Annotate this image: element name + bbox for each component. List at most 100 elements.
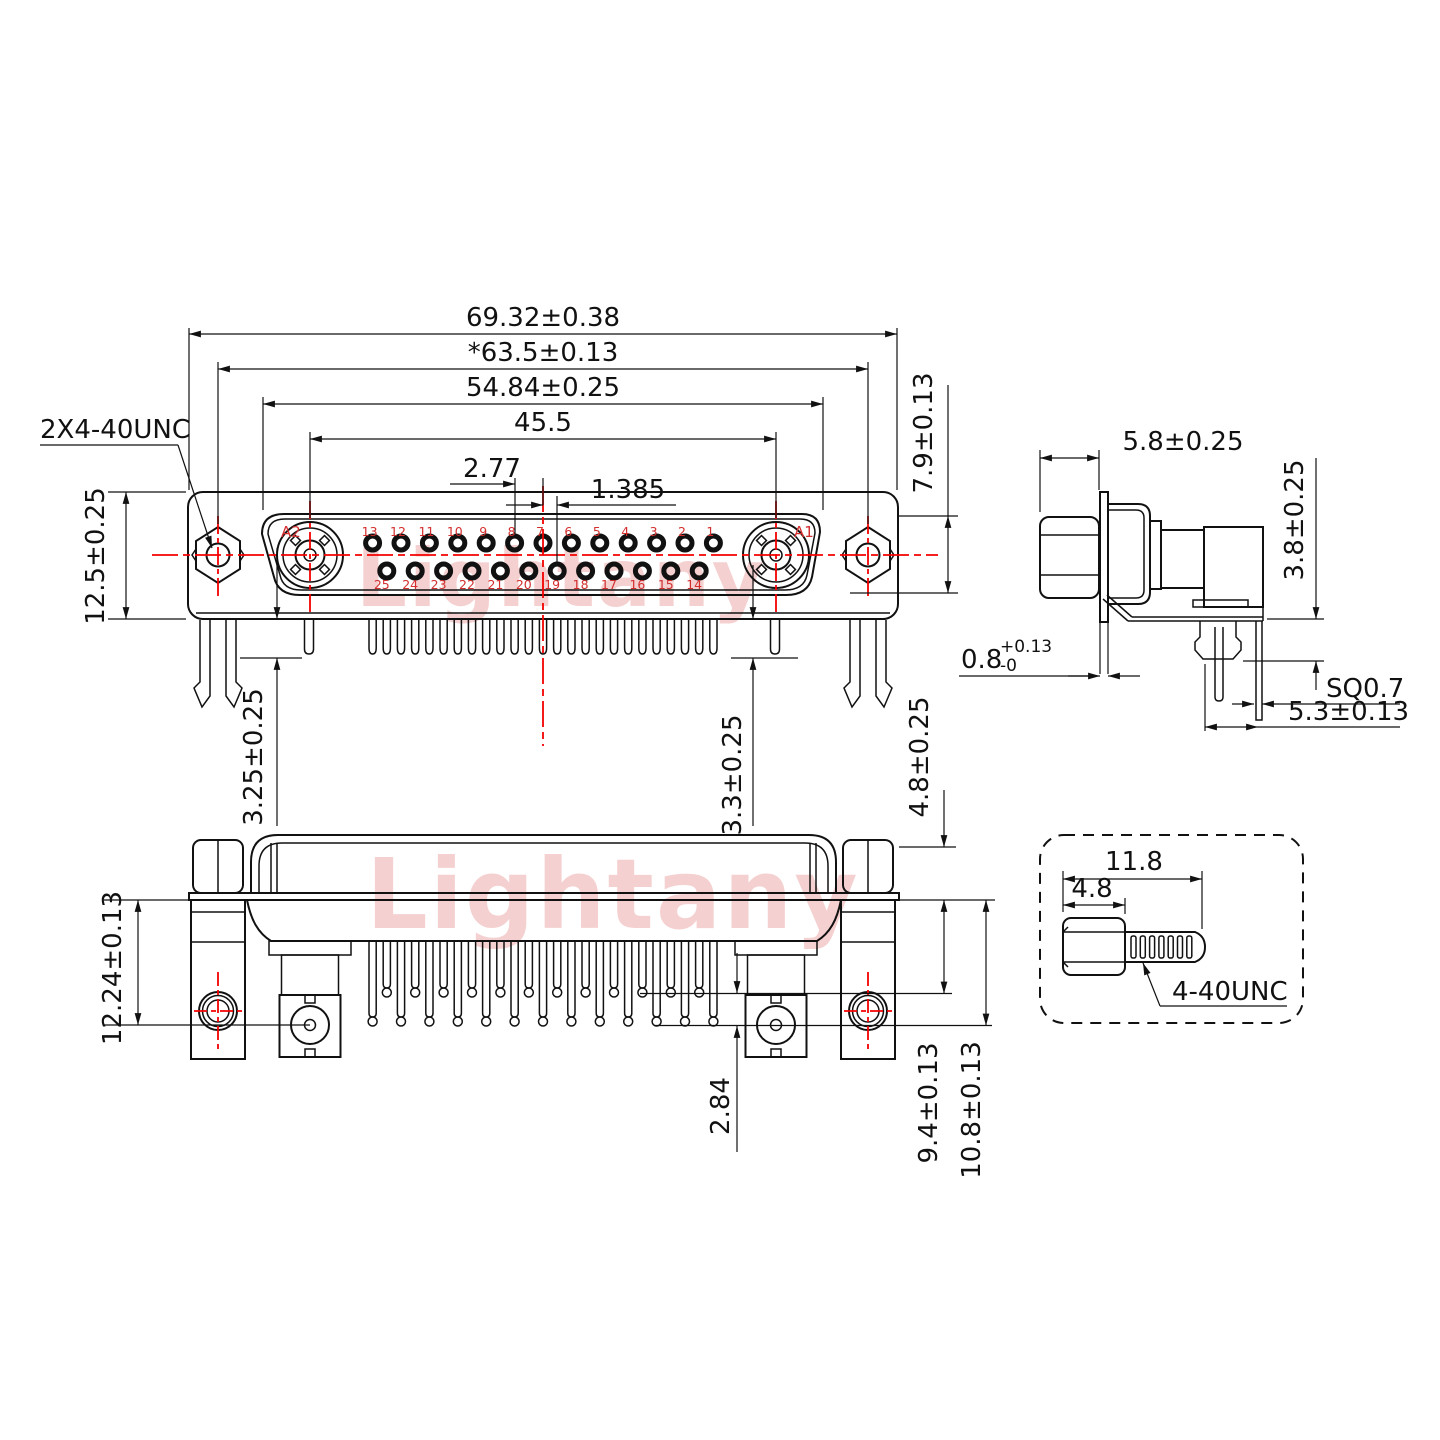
- bottom-flange-edge: [188, 892, 900, 901]
- solder-pin-tip: [480, 1016, 492, 1027]
- pin-bottom: [689, 561, 709, 581]
- side-shell-step: [1149, 520, 1162, 590]
- pin-top: [590, 533, 610, 553]
- solder-pin-long: [538, 941, 548, 1018]
- board-pin: [396, 619, 406, 655]
- solder-pin-long: [709, 941, 718, 1018]
- solder-pin-long: [680, 941, 690, 1018]
- board-pin: [368, 619, 377, 655]
- pin-top: [363, 533, 383, 553]
- board-pin: [425, 619, 434, 655]
- coax-leg-right: [769, 620, 781, 655]
- thread-callout: 2X4-40UNC: [40, 415, 190, 445]
- solder-pin-tip: [708, 1016, 719, 1027]
- thread-bar: [1167, 935, 1174, 959]
- dim-tail-left: 3.25±0.25: [239, 688, 269, 826]
- side-standoff-nut: [1194, 621, 1242, 660]
- thread-bar: [1148, 935, 1156, 959]
- solder-pin-tip: [509, 1016, 520, 1027]
- dim-tail-right: 3.3±0.25: [718, 714, 748, 835]
- pin-number: 13: [362, 524, 378, 539]
- solder-pin-long: [481, 941, 491, 1018]
- solder-pin-long: [425, 941, 434, 1018]
- board-pin: [410, 619, 420, 655]
- solder-pin-tip: [523, 987, 535, 998]
- pin-top: [505, 533, 525, 553]
- dim-flange-thickness: 0.8: [961, 645, 1002, 675]
- pin-top: [618, 533, 638, 553]
- pin-number: 25: [374, 577, 390, 592]
- dim-pin-length: 5.3±0.13: [1288, 697, 1409, 727]
- bottom-hex-nut-left: [192, 839, 244, 894]
- solder-pin-tip: [693, 987, 705, 998]
- side-square-pin: [1255, 621, 1263, 721]
- front-board-pins: [368, 619, 718, 655]
- pin-bottom: [377, 561, 397, 581]
- board-pin: [481, 619, 491, 655]
- front-centerlines: [152, 486, 938, 746]
- pin-number: 21: [487, 577, 503, 592]
- dim-flange-height: 12.5±0.25: [81, 487, 111, 625]
- pin-number: 3: [650, 524, 658, 539]
- dim-bracket-depth: 5.8±0.25: [1122, 427, 1243, 457]
- watermark-bottom: Lightany: [366, 838, 860, 951]
- board-pin: [694, 619, 704, 655]
- pin-number: 15: [658, 577, 674, 592]
- detail-screw: [1062, 917, 1207, 976]
- pin-number: 9: [479, 524, 487, 539]
- dim-coax-spacing: 45.5: [514, 408, 572, 438]
- board-pin: [652, 619, 661, 655]
- solder-pin-tip: [566, 1016, 577, 1027]
- solder-pin-tip: [537, 1016, 549, 1027]
- board-pin: [595, 619, 605, 655]
- side-bracket-plate: [1102, 594, 1264, 622]
- pin-bottom: [434, 561, 454, 581]
- thread-bar: [1139, 935, 1147, 959]
- pin-number: 6: [564, 524, 572, 539]
- side-pin: [1214, 627, 1224, 702]
- pin-number: 1: [706, 524, 714, 539]
- solder-pin-tip: [381, 987, 393, 998]
- pin-bottom: [632, 561, 652, 581]
- pin-number: 14: [686, 577, 702, 592]
- dim-pin-square: SQ0.7: [1326, 674, 1404, 704]
- pin-top: [675, 533, 695, 553]
- dim-row-offset: 1.385: [591, 475, 665, 505]
- solder-pin-long: [396, 941, 406, 1018]
- detail-dimensions: 11.8 4.8 4-40UNC: [1062, 847, 1288, 1007]
- board-pin: [623, 619, 633, 655]
- solder-pin-tip: [438, 987, 449, 998]
- pin-top: [476, 533, 496, 553]
- dim-standoff-height: 3.8±0.25: [1280, 459, 1310, 580]
- bottom-insulator: [246, 899, 842, 942]
- coax-leg-left: [303, 620, 315, 655]
- detail-boundary: [1039, 834, 1304, 1024]
- dim-pin-long: 10.8±0.13: [957, 1041, 987, 1179]
- pin-number: 16: [629, 577, 645, 592]
- detail-thread-label: 4-40UNC: [1172, 977, 1288, 1007]
- board-lock-feet: [193, 620, 893, 709]
- pin-number: 4: [621, 524, 629, 539]
- solder-pin-tip: [466, 987, 478, 998]
- coax-label-a1: A1: [794, 523, 814, 541]
- board-pin: [510, 619, 519, 655]
- side-hex-head: [1039, 516, 1100, 599]
- pin-number: 18: [573, 577, 589, 592]
- side-flange: [1099, 491, 1109, 623]
- pin-number: 5: [593, 524, 601, 539]
- board-pin: [567, 619, 576, 655]
- board-pin: [382, 619, 392, 655]
- solder-pin-long: [567, 941, 576, 1018]
- dim-overall-width: 69.32±0.38: [466, 303, 620, 333]
- thread-bar: [1130, 935, 1137, 959]
- pin-bottom: [490, 561, 510, 581]
- side-dimensions: 5.8±0.25 3.8±0.25 0.8 +0.13 -0 SQ0.7 5.3…: [959, 427, 1409, 731]
- solder-pin-tip: [580, 987, 591, 998]
- bottom-shell-outer: [250, 834, 837, 893]
- board-pin: [439, 619, 448, 655]
- board-pin: [524, 619, 534, 655]
- board-pin: [680, 619, 690, 655]
- pin-top: [703, 533, 723, 553]
- board-pin: [496, 619, 505, 655]
